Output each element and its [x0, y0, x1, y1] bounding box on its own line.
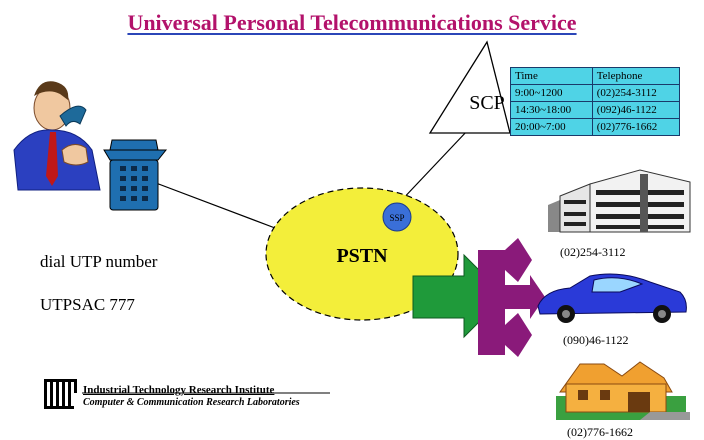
table-header-telephone: Telephone	[591, 67, 681, 85]
cell-telephone: (092)46-1122	[591, 101, 681, 119]
cell-time: 9:00~1200	[510, 84, 593, 102]
scp-triangle	[428, 40, 511, 134]
scp-label: SCP	[469, 92, 505, 114]
car-icon	[537, 273, 687, 323]
car-number: (090)46-1122	[563, 333, 629, 347]
cell-time: 20:00~7:00	[510, 118, 593, 136]
table-row: 14:30~18:00 (092)46-1122	[510, 101, 681, 119]
table-row: 20:00~7:00 (02)776-1662	[510, 118, 681, 136]
office-number: (02)254-3112	[560, 245, 626, 259]
office-building-icon	[548, 169, 691, 233]
table-row: 9:00~1200 (02)254-3112	[510, 84, 681, 102]
cell-telephone: (02)776-1662	[591, 118, 681, 136]
ssp-label: SSP	[389, 213, 404, 223]
cell-time: 14:30~18:00	[510, 101, 593, 119]
pstn-label: PSTN	[336, 245, 388, 267]
house-icon	[556, 361, 690, 420]
logo-line2: Computer & Communication Research Labora…	[83, 397, 300, 408]
schedule-table: Time Telephone 9:00~1200 (02)254-3112 14…	[510, 67, 681, 136]
dial-instruction: dial UTP number	[40, 252, 158, 271]
home-number: (02)776-1662	[567, 425, 633, 439]
caller-person-icon	[13, 81, 101, 191]
line-ssp-scp	[397, 129, 469, 205]
purple-splitter-arrows	[478, 238, 545, 357]
table-header-time: Time	[510, 67, 593, 85]
cell-telephone: (02)254-3112	[591, 84, 681, 102]
telephone-icon	[103, 139, 168, 211]
itri-logo-icon	[44, 379, 77, 409]
page-title: Universal Personal Telecommunications Se…	[127, 10, 577, 35]
line-phone-pstn	[147, 179, 276, 229]
table-header-row: Time Telephone	[510, 67, 681, 85]
logo-line1: Industrial Technology Research Institute	[83, 384, 275, 396]
access-code: UTPSAC 777	[40, 295, 135, 314]
ssp-node	[382, 202, 412, 232]
